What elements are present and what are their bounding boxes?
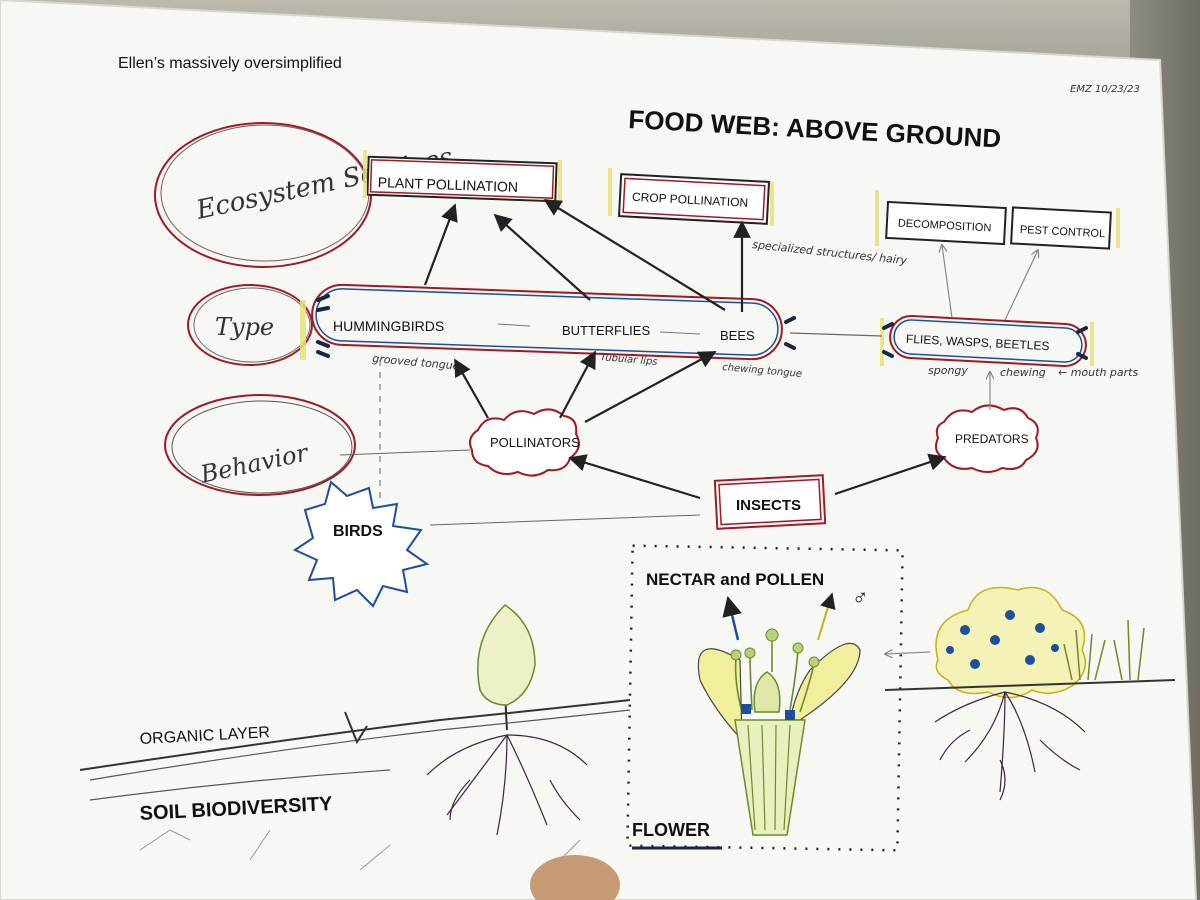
connector-line (789, 332, 883, 337)
category-type: Type (187, 284, 313, 366)
cloud-predators: PREDATORS (935, 404, 1039, 473)
flower-label: FLOWER (632, 820, 710, 840)
nectar-pollen-label: NECTAR and POLLEN (646, 570, 824, 589)
arrows (423, 199, 947, 500)
type-bar-pollinators: HUMMINGBIRDS BUTTERFLIES BEES (311, 283, 783, 361)
type-bar-other-insects: FLIES, WASPS, BEETLES (889, 314, 1087, 368)
hummingbirds-label: HUMMINGBIRDS (333, 318, 444, 334)
yellow-highlights (300, 150, 1120, 366)
birds-label: BIRDS (333, 523, 383, 540)
dashed-lines (339, 360, 701, 526)
box-insects: INSECTS (713, 474, 827, 530)
initials-date: EMZ 10/23/23 (1070, 84, 1140, 95)
box-pest-control: PEST CONTROL (1010, 206, 1112, 250)
flies-wasps-beetles-label: FLIES, WASPS, BEETLES (906, 332, 1050, 353)
pollinators-label: POLLINATORS (490, 435, 580, 450)
note-mouth-parts: ← mouth parts (1058, 366, 1138, 379)
soil-biodiversity-label: SOIL BIODIVERSITY (139, 793, 334, 825)
box-plant-pollination: PLANT POLLINATION (366, 155, 558, 203)
behavior-label: Behavior (197, 438, 312, 489)
decomposition-label: DECOMPOSITION (898, 217, 992, 234)
cloud-pollinators: POLLINATORS (469, 408, 580, 477)
pest-control-label: PEST CONTROL (1020, 224, 1106, 240)
flower-illustration (697, 592, 861, 836)
male-symbol: ♂ (852, 585, 869, 610)
note-chewing: chewing (1000, 366, 1046, 379)
organic-layer-label: ORGANIC LAYER (139, 724, 270, 748)
box-crop-pollination: CROP POLLINATION (617, 173, 771, 225)
thumb (530, 855, 620, 900)
butterflies-label: BUTTERFLIES (562, 323, 650, 338)
bees-label: BEES (720, 328, 755, 343)
category-behavior: Behavior (164, 394, 356, 496)
page-title: FOOD WEB: ABOVE GROUND (628, 104, 1002, 153)
note-grooved-tongue: grooved tongue (372, 352, 460, 373)
box-decomposition: DECOMPOSITION (885, 200, 1007, 246)
note-spongy: spongy (928, 364, 968, 377)
type-label: Type (215, 313, 274, 341)
note-chewing-tongue: chewing tongue (722, 362, 803, 380)
predators-label: PREDATORS (955, 432, 1029, 446)
note-tubular-lips: Tubular lips (600, 352, 658, 368)
navy-ticks (316, 294, 1088, 360)
note-specialized: specialized structures/ hairy (752, 238, 908, 267)
crop-pollination-label: CROP POLLINATION (632, 190, 749, 210)
shrub-illustration (884, 586, 1176, 801)
burst-birds: BIRDS (292, 480, 430, 608)
subtitle: Ellen’s massively oversimplified (118, 55, 342, 72)
thin-arrows (885, 245, 1038, 654)
soil-illustration (79, 604, 631, 871)
insects-label: INSECTS (736, 497, 801, 514)
plant-pollination-label: PLANT POLLINATION (378, 174, 519, 195)
nectar-pollen-box (626, 544, 904, 852)
